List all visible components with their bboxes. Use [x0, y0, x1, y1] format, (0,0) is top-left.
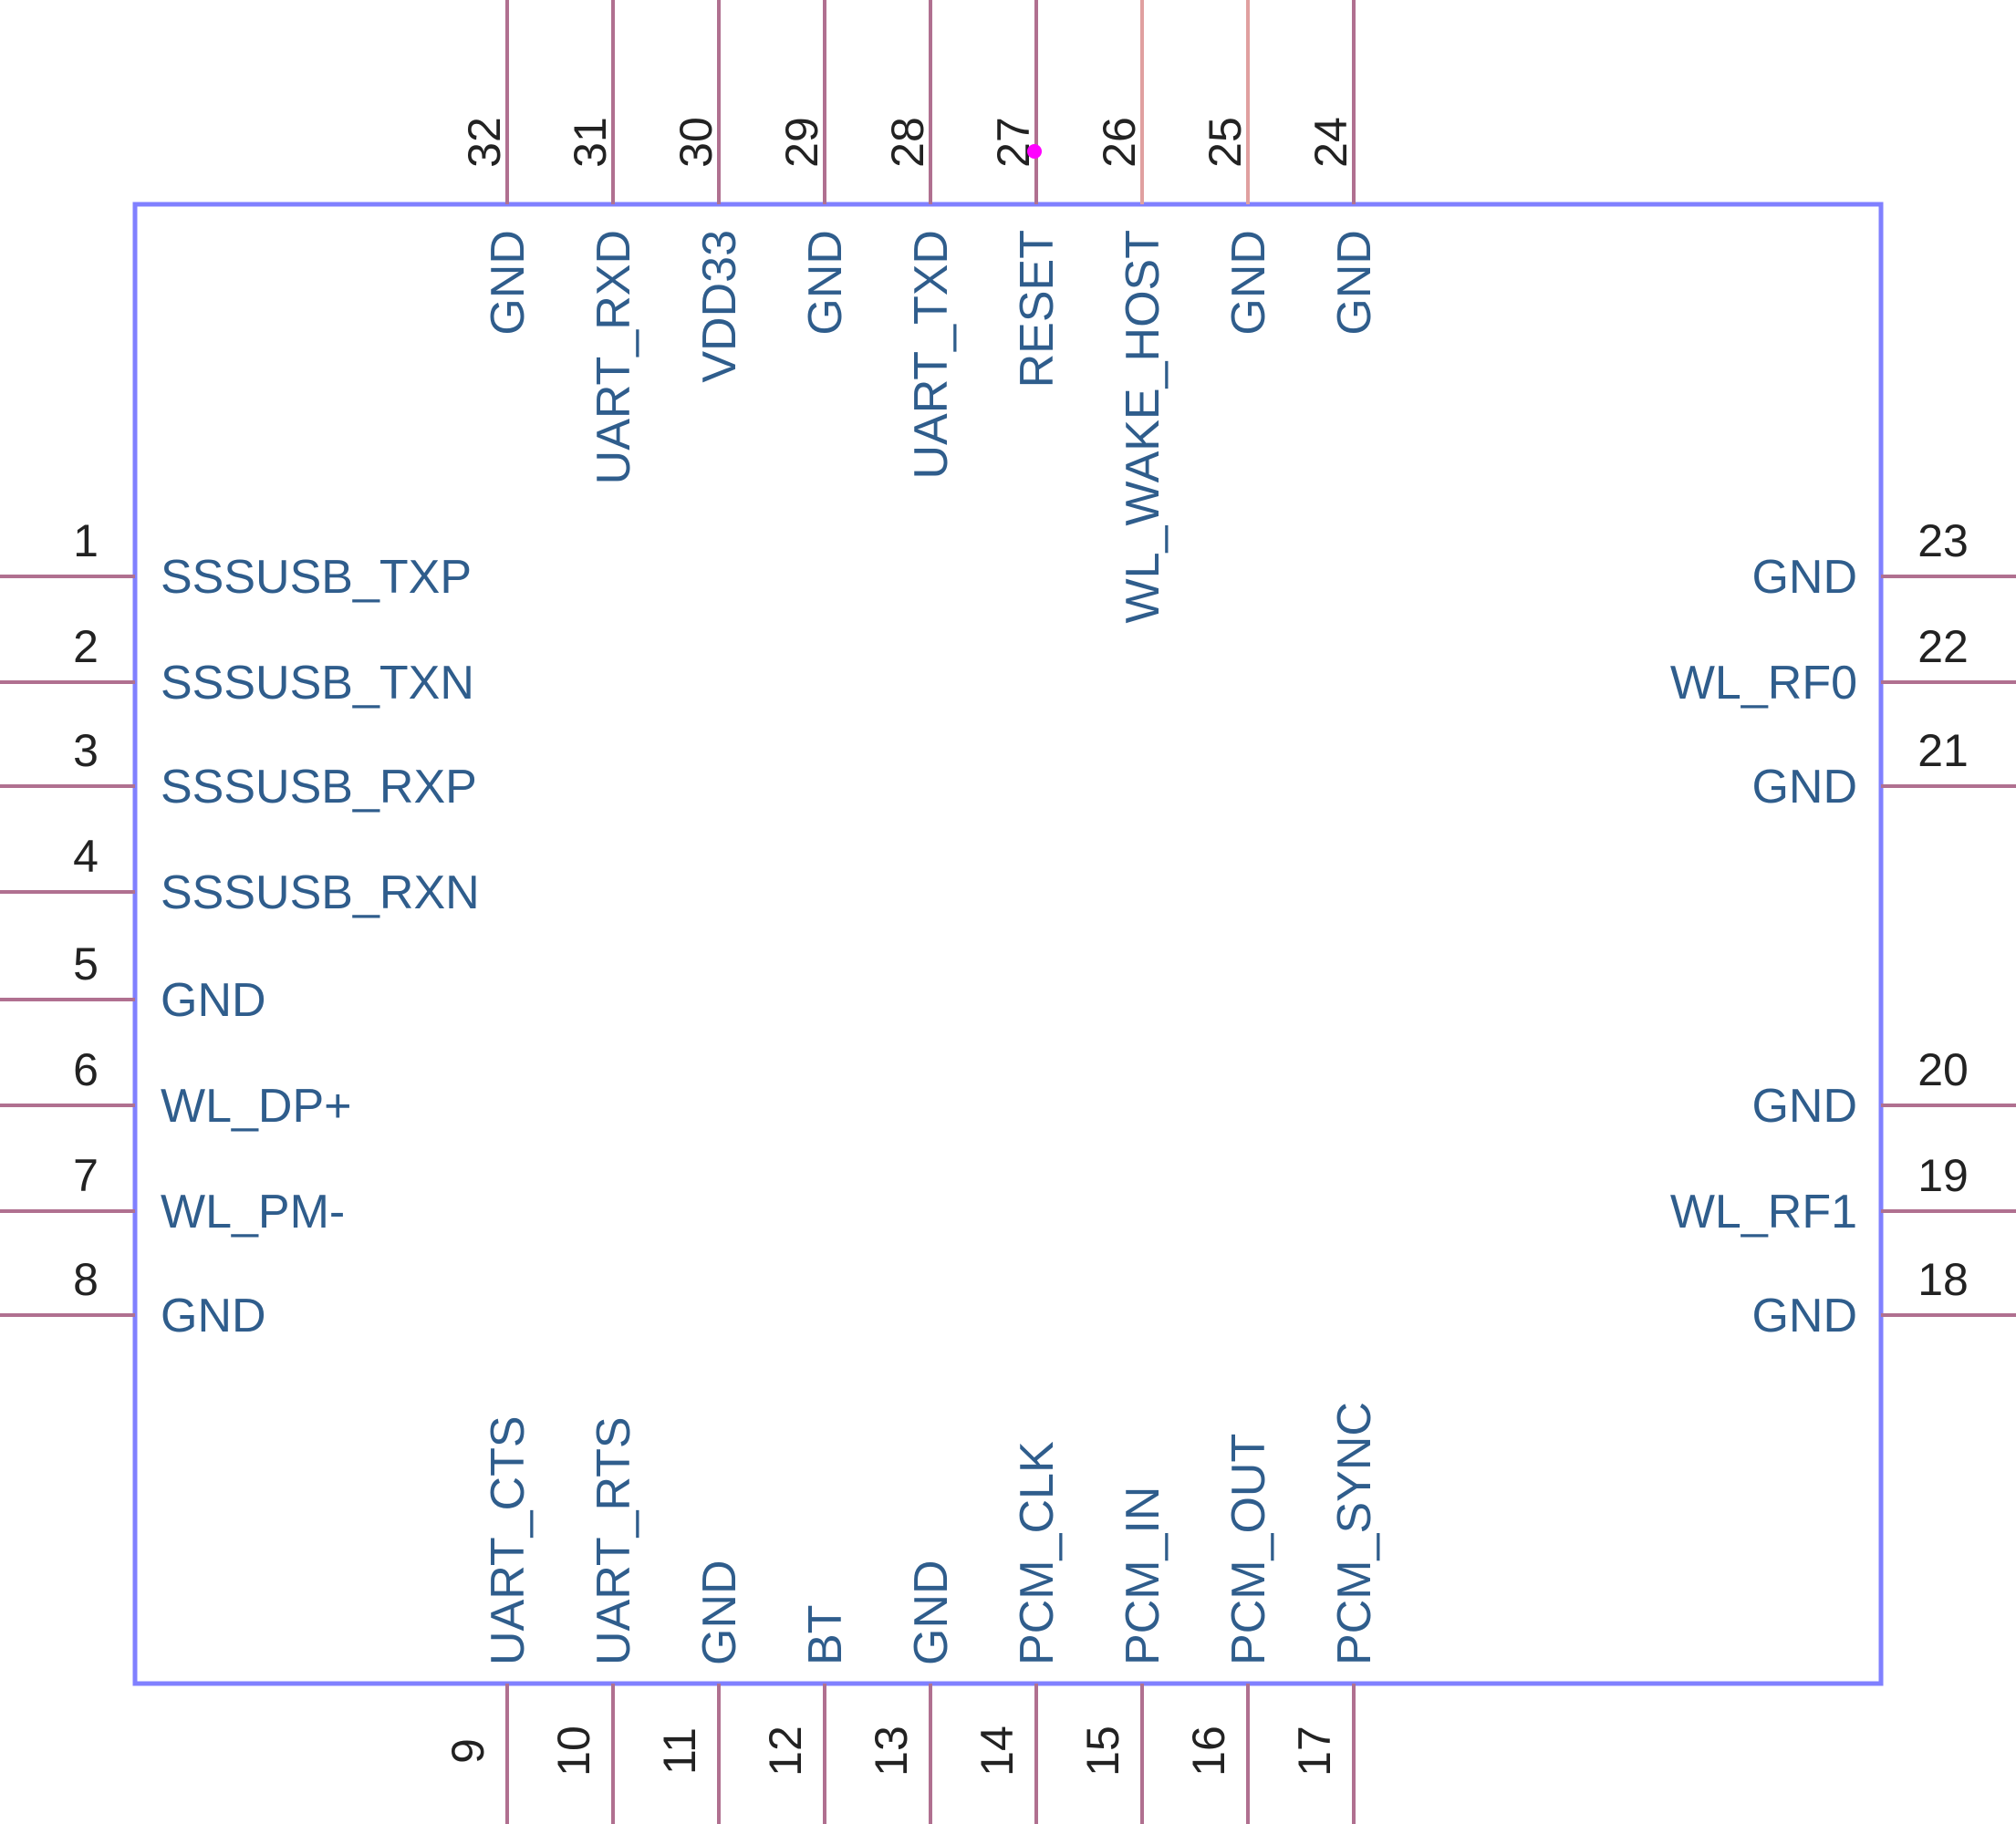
pin-1-number: 1: [73, 515, 99, 566]
pin-17-number: 17: [1289, 1726, 1340, 1777]
pin-4-number: 4: [73, 831, 99, 882]
pin-20-name: GND: [1751, 1080, 1857, 1133]
pin-27-marker: [1027, 144, 1042, 159]
pin-21-number: 21: [1917, 725, 1969, 776]
pin-7-name: WL_PM-: [161, 1186, 345, 1238]
pin-4-name: SSSUSB_RXN: [161, 866, 480, 919]
pin-32-number: 32: [459, 117, 510, 168]
pin-12-number: 12: [760, 1726, 811, 1777]
pin-29-name: GND: [799, 230, 852, 336]
pin-31-name: UART_RXD: [587, 230, 640, 484]
pin-21-name: GND: [1751, 761, 1857, 814]
pin-16-number: 16: [1183, 1726, 1234, 1777]
pin-14-number: 14: [972, 1726, 1023, 1777]
pin-14-name: PCM_CLK: [1011, 1441, 1064, 1665]
pin-10-name: UART_RTS: [587, 1416, 640, 1665]
pin-8-name: GND: [161, 1290, 266, 1342]
pin-31-number: 31: [565, 117, 616, 168]
pin-7-number: 7: [73, 1150, 99, 1201]
pin-28-number: 28: [882, 117, 933, 168]
pin-8-number: 8: [73, 1254, 99, 1305]
pin-3-number: 3: [73, 725, 99, 776]
pin-12-name: BT: [799, 1605, 852, 1665]
pin-15-name: PCM_IN: [1117, 1487, 1169, 1665]
pin-11-name: GND: [693, 1560, 746, 1665]
pin-24-name: GND: [1328, 230, 1381, 336]
pin-23-name: GND: [1751, 551, 1857, 604]
pin-6-name: WL_DP+: [161, 1080, 352, 1133]
pin-18-name: GND: [1751, 1290, 1857, 1342]
pin-26-number: 26: [1094, 117, 1145, 168]
pin-13-number: 13: [866, 1726, 917, 1777]
pin-24-number: 24: [1305, 117, 1356, 168]
pin-10-number: 10: [548, 1726, 599, 1777]
pin-11-number: 11: [654, 1727, 705, 1775]
pin-15-number: 15: [1077, 1726, 1128, 1777]
pin-32-name: GND: [482, 230, 535, 336]
pin-2-number: 2: [73, 621, 99, 672]
pin-13-name: GND: [905, 1560, 958, 1665]
pin-19-name: WL_RF1: [1670, 1186, 1857, 1238]
chip-body-outline: [132, 202, 1884, 1686]
pin-2-name: SSSUSB_TXN: [161, 657, 474, 710]
pin-6-number: 6: [73, 1044, 99, 1095]
pin-25-name: GND: [1222, 230, 1275, 336]
pin-5-name: GND: [161, 974, 266, 1027]
pin-18-number: 18: [1917, 1254, 1969, 1305]
pin-27-name: RESET: [1011, 230, 1064, 388]
pin-28-name: UART_TXD: [905, 230, 958, 480]
pin-5-number: 5: [73, 938, 99, 990]
pin-22-number: 22: [1917, 621, 1969, 672]
pin-1-name: SSSUSB_TXP: [161, 551, 472, 604]
pin-19-number: 19: [1917, 1150, 1969, 1201]
pin-27-number: 27: [988, 117, 1039, 168]
pin-3-name: SSSUSB_RXP: [161, 761, 477, 814]
pin-30-number: 30: [670, 117, 722, 168]
pin-9-name: UART_CTS: [482, 1415, 535, 1665]
pin-22-name: WL_RF0: [1670, 657, 1857, 710]
pin-20-number: 20: [1917, 1044, 1969, 1095]
pin-29-number: 29: [776, 117, 827, 168]
pin-16-name: PCM_OUT: [1222, 1434, 1275, 1665]
pin-23-number: 23: [1917, 515, 1969, 566]
pin-30-name: VDD33: [693, 230, 746, 383]
pin-17-name: PCM_SYNC: [1328, 1402, 1381, 1665]
pin-9-number: 9: [442, 1738, 494, 1764]
pin-25-number: 25: [1200, 117, 1251, 168]
pin-26-name: WL_WAKE_HOST: [1117, 230, 1169, 624]
